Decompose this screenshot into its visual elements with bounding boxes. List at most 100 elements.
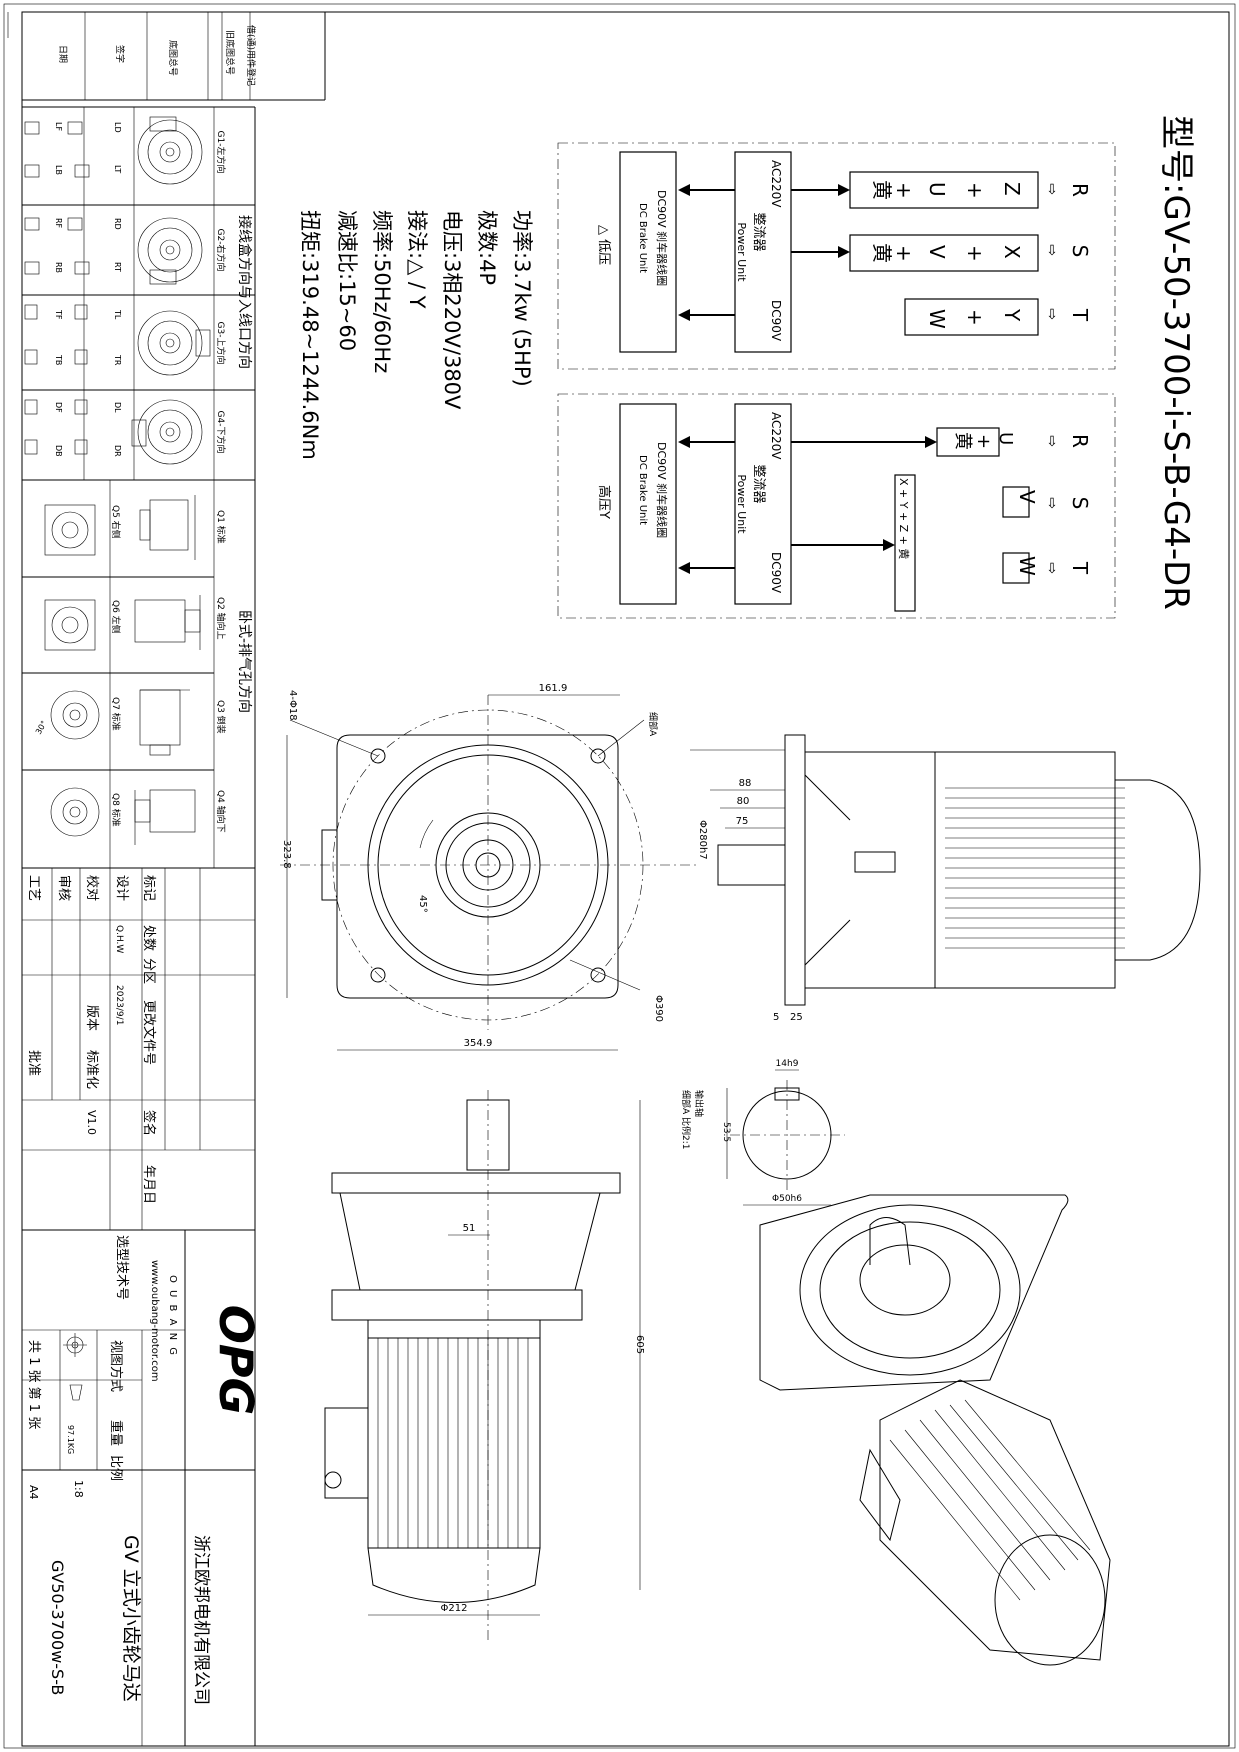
high-w: W (1015, 556, 1039, 576)
flange-front-view: 161.9 4-Φ18 细部A 323.8 45° Φ390 354.9 (280, 683, 700, 1051)
low-r2-b: + (963, 245, 987, 262)
wiring-high: R S T ⇩ ⇩ ⇩ V W U + 黄 X + Y + Z + 黄 AC22… (557, 393, 1116, 619)
rev-date-value: 2023/9/1 (114, 985, 124, 1025)
code-lt: LT (113, 165, 122, 173)
high-u-yellow: 黄 (952, 432, 973, 450)
svg-text:⇩: ⇩ (1046, 561, 1058, 577)
code-tf: TF (54, 309, 63, 320)
model-title: 型号:GV-50-3700-i-S-B-G4-DR (1156, 115, 1196, 610)
low-r1-b: + (963, 182, 987, 199)
high-terminal-t: T (1068, 561, 1092, 575)
horiz-q5: Q5 右侧 (110, 505, 122, 539)
high-u: U (995, 432, 1016, 445)
low-terminal-r: R (1068, 183, 1092, 197)
high-rect-title: 整流器 (751, 464, 766, 503)
low-rect-ac: AC220V (769, 160, 783, 208)
product-name: GV 立式小齿轮马达 (120, 1535, 142, 1702)
spec-ratio: 减速比:15~60 (335, 210, 359, 351)
paper-size: A4 (27, 1485, 40, 1500)
code-lf: LF (54, 122, 63, 131)
horiz-q2: Q2 轴向上 (215, 597, 227, 640)
high-rect-ac: AC220V (769, 412, 783, 460)
svg-text:⇩: ⇩ (1046, 434, 1058, 450)
orientation-title: 接线盒方向与入线口方向 (236, 215, 253, 369)
code-dr: DR (113, 445, 122, 457)
code-tb: TB (54, 354, 63, 365)
low-terminal-t: T (1068, 308, 1092, 322)
dim-80: 80 (737, 796, 750, 807)
drawing-number: GV50-3700w-S-B (48, 1560, 67, 1695)
svg-text:⇩: ⇩ (1046, 182, 1058, 198)
low-r3-c: W (925, 309, 949, 329)
code-rt: RT (113, 262, 122, 272)
code-tl: TL (113, 309, 122, 320)
dim-51: 51 (463, 1223, 476, 1234)
code-tr: TR (113, 354, 122, 366)
company-name: 浙江欧邦电机有限公司 (191, 1535, 211, 1705)
wiring-low: R S T ⇩ ⇩ ⇩ Z + U + 黄 X + V + 黄 Y + W AC… (557, 142, 1116, 370)
code-dl: DL (113, 402, 122, 413)
high-star: X + Y + Z + 黄 (897, 478, 911, 559)
dim-25: 25 (790, 1012, 803, 1023)
scale-value: 1:8 (72, 1480, 85, 1498)
low-brake-title: DC90V 刹车器线圈 (655, 190, 669, 286)
low-r1-c: U (925, 182, 949, 197)
low-r1-a: Z (1000, 182, 1024, 196)
title-block: OPG O U B A N G www.oubang-motor.com 视图方… (22, 1230, 263, 1746)
code-rf: RF (54, 218, 63, 229)
dim-88: 88 (739, 778, 752, 789)
spec-power: 功率:3.7kw (5HP) (510, 210, 534, 387)
code-rb: RB (54, 262, 63, 273)
rev-hdr-mark: 标记 (141, 875, 156, 901)
spec-voltage: 电压:3相220V/380V (440, 210, 464, 410)
rev-version-label: 版本 (84, 1005, 99, 1031)
dim-5: 5 (773, 1012, 779, 1023)
strip-base-no: 底图总号 (167, 40, 179, 76)
low-r2-a: X (1000, 245, 1024, 259)
rev-design: 设计 (114, 875, 129, 901)
horiz-q8: Q8 标准 (110, 793, 122, 827)
high-mode: 高压Y (596, 485, 612, 519)
high-terminal-s: S (1068, 497, 1092, 510)
low-r2-c: V (925, 245, 949, 259)
website: www.oubang-motor.com (149, 1260, 160, 1382)
low-r1-e: 黄 (870, 180, 894, 200)
spec-wiring: 接法:△ / Y (405, 210, 429, 309)
low-terminal-s: S (1068, 245, 1092, 258)
outer-border (3, 3, 1236, 1749)
front-elevation: 51 605 Φ212 (324, 1090, 645, 1640)
rev-hdr-zone: 分区 (141, 958, 156, 984)
isometric-view (759, 1194, 1111, 1666)
low-rect-dc: DC90V (769, 300, 783, 342)
rev-designer: Q.H.W (114, 925, 124, 953)
low-rect-title: 整流器 (751, 212, 766, 251)
dim-angle: 45° (417, 895, 428, 913)
horizontal-title: 卧式-排气孔方向 (236, 610, 252, 713)
orient-g2: G2-右方向 (215, 229, 227, 272)
rev-version: V1.0 (85, 1110, 98, 1135)
code-lb: LB (54, 165, 63, 175)
low-r3-b: + (963, 309, 987, 326)
dim-390: Φ390 (653, 995, 664, 1022)
label-detail-a: 细部A (647, 712, 659, 737)
brand: O U B A N G (167, 1275, 178, 1357)
spec-torque: 扭矩:319.48~1244.6Nm (298, 210, 322, 460)
high-terminal-r: R (1068, 434, 1092, 448)
high-brake-sub: DC Brake Unit (637, 455, 648, 525)
low-brake-sub: DC Brake Unit (637, 203, 648, 273)
rev-hdr-date: 年月日 (141, 1165, 156, 1204)
shaft-detail: 14h9 53.5 Φ50h6 输出轴 细部A 比例2:1 (680, 1059, 845, 1206)
orient-g3: G3-上方向 (215, 322, 227, 365)
code-db: DB (54, 445, 63, 457)
high-v: V (1015, 490, 1039, 504)
horiz-q6: Q6 左侧 (110, 600, 122, 634)
orient-g1: G1-左方向 (215, 131, 227, 174)
spec-poles: 极数:4P (475, 210, 499, 285)
dim-holes: 4-Φ18 (287, 690, 298, 721)
dim-212: Φ212 (441, 1603, 468, 1614)
left-table: 接线盒方向与入线口方向 G1-左方向 G2-右方向 G3-上方向 G4-下方向 (21, 106, 263, 1746)
horiz-q4: Q4 轴向下 (215, 790, 227, 833)
svg-text:⇩: ⇩ (1046, 496, 1058, 512)
scale-label: 比例 (108, 1455, 123, 1481)
